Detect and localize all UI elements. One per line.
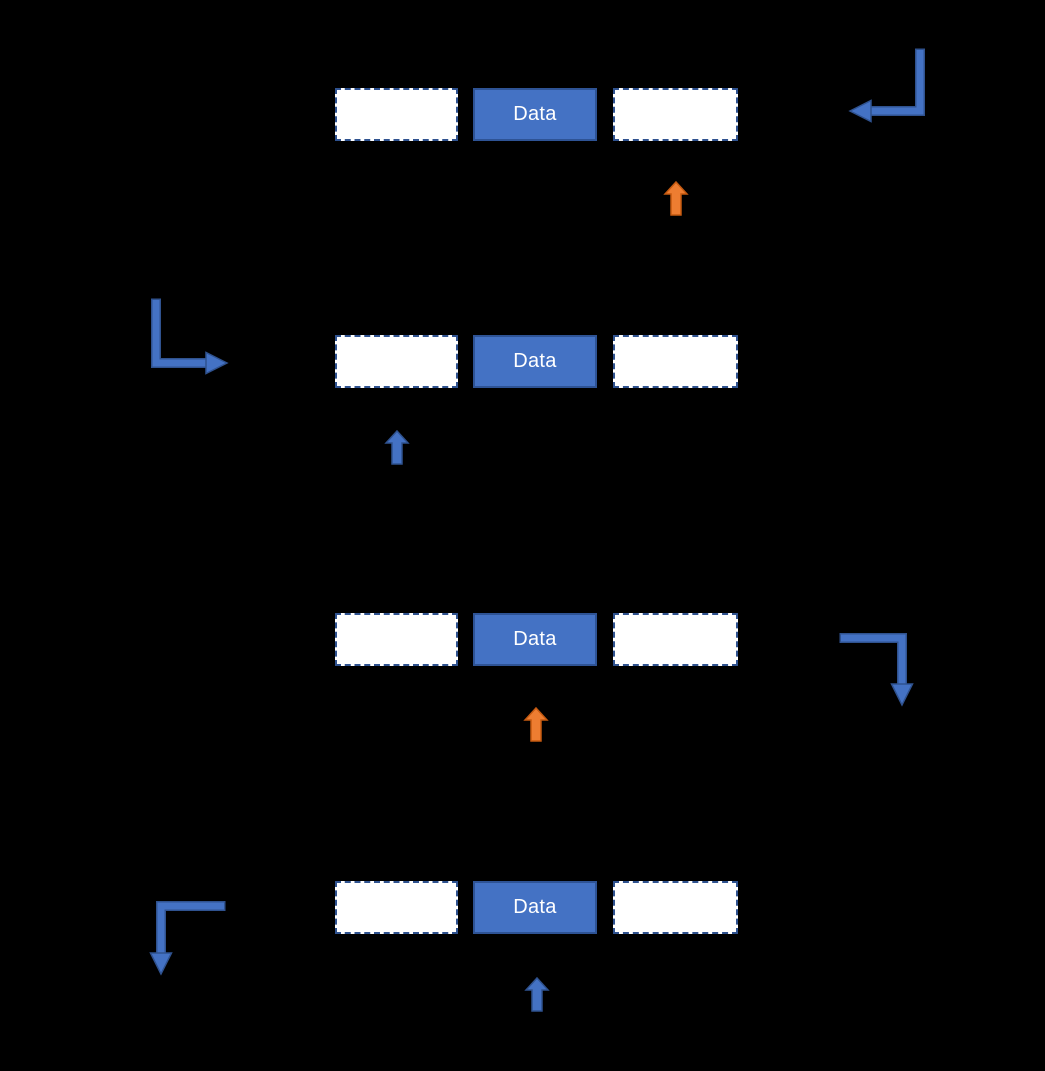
up-arrow-blue-icon (524, 976, 550, 1012)
elbow-arrow-down-icon (839, 633, 914, 707)
node-4-prev-box (335, 881, 458, 934)
elbow-arrow-right-icon (151, 298, 229, 375)
elbow-arrow-left-icon (848, 48, 925, 123)
node-2-prev-box (335, 335, 458, 388)
node-4-next-box (613, 881, 738, 934)
up-arrow-blue-icon (384, 429, 410, 465)
node-2-next-box (613, 335, 738, 388)
node-4-data-box: Data (473, 881, 597, 934)
node-2-data-box: Data (473, 335, 597, 388)
up-arrow-orange-icon (523, 706, 549, 742)
node-1-data-box: Data (473, 88, 597, 141)
node-1-next-box (613, 88, 738, 141)
node-4-data-label: Data (513, 896, 557, 918)
node-3-next-box (613, 613, 738, 666)
node-3-data-box: Data (473, 613, 597, 666)
node-3-prev-box (335, 613, 458, 666)
up-arrow-orange-icon (663, 180, 689, 216)
node-2-data-label: Data (513, 350, 557, 372)
node-1-data-label: Data (513, 103, 557, 125)
elbow-arrow-down-left-icon (149, 901, 226, 976)
node-1-prev-box (335, 88, 458, 141)
node-3-data-label: Data (513, 628, 557, 650)
